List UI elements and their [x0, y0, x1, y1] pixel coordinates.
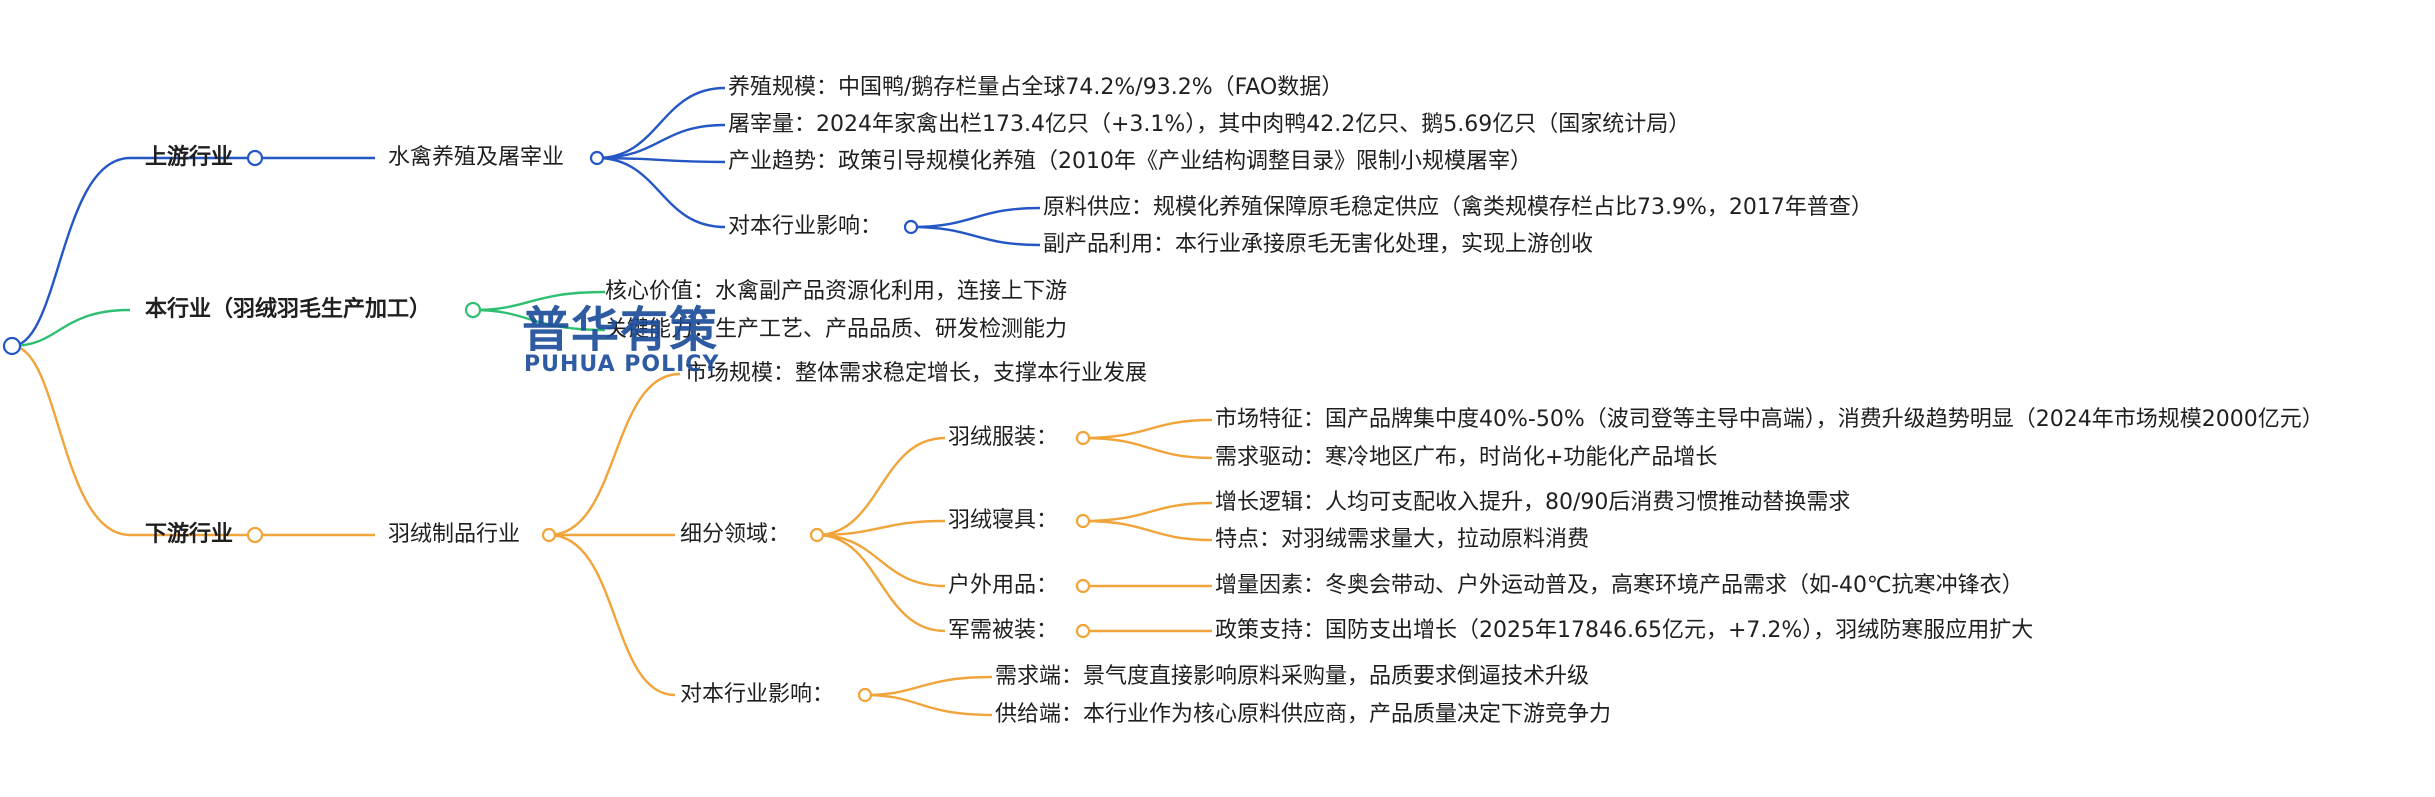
- downstream-child-circle: [541, 527, 557, 543]
- upstream-item[interactable]: 屠宰量：2024年家禽出栏173.4亿只（+3.1%），其中肉鸭42.2亿只、鹅…: [728, 112, 1691, 137]
- downstream-impact-item[interactable]: 供给端：本行业作为核心原料供应商，产品质量决定下游竞争力: [995, 702, 1612, 727]
- link-seg-military: [816, 533, 946, 633]
- segments-label[interactable]: 细分领域：: [680, 522, 791, 547]
- link-impact-2: [864, 693, 993, 717]
- apparel-circle: [1075, 430, 1091, 446]
- upstream-node-circle: [246, 149, 264, 167]
- downstream-impact-circle: [857, 687, 873, 703]
- link-root-upstream: [11, 156, 248, 348]
- upstream-impact-item[interactable]: 副产品利用：本行业承接原毛无害化处理，实现上游创收: [1043, 232, 1594, 257]
- link-ind-2: [472, 308, 606, 332]
- upstream-label[interactable]: 上游行业: [145, 145, 234, 170]
- link-up-impact-2: [910, 225, 1041, 247]
- industry-label[interactable]: 本行业（羽绒羽毛生产加工）: [145, 297, 432, 322]
- link-seg-outdoor: [816, 533, 946, 588]
- industry-node-circle: [464, 301, 482, 319]
- link-root-industry: [11, 308, 131, 348]
- outdoor-item[interactable]: 增量因素：冬奥会带动、户外运动普及，高寒环境产品需求（如-40℃抗寒冲锋衣）: [1215, 573, 2024, 598]
- military-circle: [1075, 623, 1091, 639]
- link-up-1: [596, 86, 726, 160]
- apparel-item[interactable]: 需求驱动：寒冷地区广布，时尚化+功能化产品增长: [1215, 445, 1718, 470]
- segment-outdoor-label[interactable]: 户外用品：: [948, 573, 1059, 598]
- link-up-impact-1: [910, 206, 1041, 229]
- industry-item[interactable]: 核心价值：水禽副产品资源化利用，连接上下游: [605, 279, 1068, 304]
- segment-bedding-label[interactable]: 羽绒寝具：: [948, 508, 1059, 533]
- link-seg-apparel: [816, 436, 946, 537]
- bedding-item[interactable]: 特点：对羽绒需求量大，拉动原料消费: [1215, 527, 1590, 552]
- segments-circle: [809, 527, 825, 543]
- downstream-label[interactable]: 下游行业: [145, 522, 234, 547]
- link-root-downstream: [11, 344, 248, 537]
- upstream-item[interactable]: 产业趋势：政策引导规模化养殖（2010年《产业结构调整目录》限制小规模屠宰）: [728, 149, 1532, 174]
- apparel-item[interactable]: 市场特征：国产品牌集中度40%-50%（波司登等主导中高端），消费升级趋势明显（…: [1215, 407, 2324, 432]
- downstream-child-label[interactable]: 羽绒制品行业: [388, 522, 521, 547]
- bedding-circle: [1075, 513, 1091, 529]
- link-apparel-2: [1082, 436, 1213, 460]
- upstream-impact-label[interactable]: 对本行业影响：: [728, 214, 883, 239]
- link-up-impact: [596, 156, 726, 229]
- segment-apparel-label[interactable]: 羽绒服装：: [948, 425, 1059, 450]
- segment-military-label[interactable]: 军需被装：: [948, 618, 1059, 643]
- downstream-node-circle: [246, 526, 264, 544]
- link-up-3: [596, 156, 726, 164]
- military-item[interactable]: 政策支持：国防支出增长（2025年17846.65亿元，+7.2%），羽绒防寒服…: [1215, 618, 2034, 643]
- link-bedding-1: [1082, 501, 1213, 523]
- upstream-item[interactable]: 养殖规模：中国鸭/鹅存栏量占全球74.2%/93.2%（FAO数据）: [728, 75, 1344, 100]
- upstream-impact-circle: [903, 219, 919, 235]
- link-apparel-1: [1082, 418, 1213, 440]
- market-scale-item[interactable]: 市场规模：整体需求稳定增长，支撑本行业发展: [685, 361, 1148, 386]
- upstream-impact-item[interactable]: 原料供应：规模化养殖保障原毛稳定供应（禽类规模存栏占比73.9%，2017年普查…: [1043, 195, 1873, 220]
- link-down-impact: [548, 533, 676, 697]
- link-impact-1: [864, 675, 993, 697]
- bedding-item[interactable]: 增长逻辑：人均可支配收入提升，80/90后消费习惯推动替换需求: [1215, 490, 1851, 515]
- root-node-circle: [2, 336, 22, 356]
- industry-item[interactable]: 关键能力：生产工艺、产品品质、研发检测能力: [605, 317, 1068, 342]
- link-ind-1: [472, 290, 606, 312]
- link-down-scale: [548, 372, 681, 537]
- downstream-impact-item[interactable]: 需求端：景气度直接影响原料采购量，品质要求倒逼技术升级: [995, 664, 1590, 689]
- link-seg-bedding: [816, 519, 946, 537]
- downstream-impact-label[interactable]: 对本行业影响：: [680, 682, 835, 707]
- upstream-child-circle: [589, 150, 605, 166]
- upstream-child-label[interactable]: 水禽养殖及屠宰业: [388, 145, 565, 170]
- outdoor-circle: [1075, 578, 1091, 594]
- link-up-2: [596, 123, 726, 160]
- link-bedding-2: [1082, 519, 1213, 542]
